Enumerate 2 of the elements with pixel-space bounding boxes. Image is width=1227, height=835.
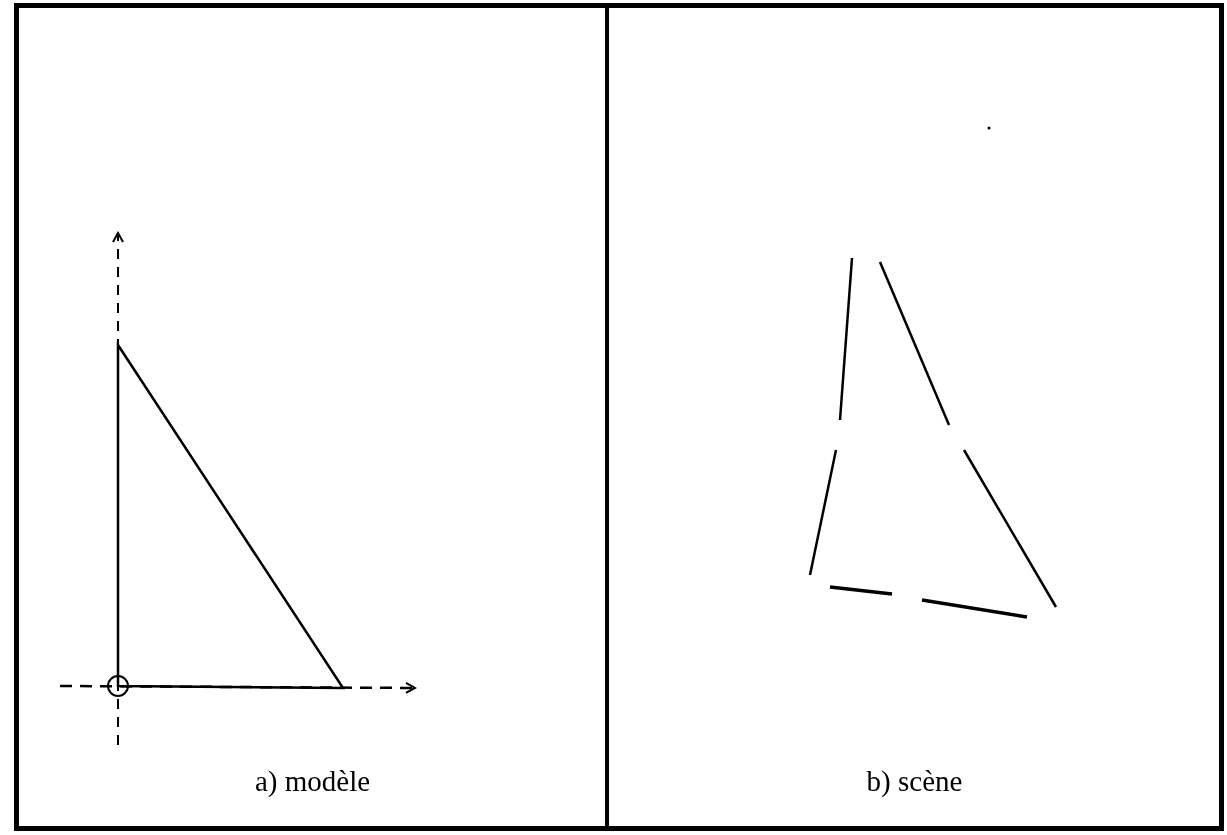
panel-caption: b) scène [865, 764, 964, 799]
panel-caption: a) modèle [253, 764, 372, 799]
